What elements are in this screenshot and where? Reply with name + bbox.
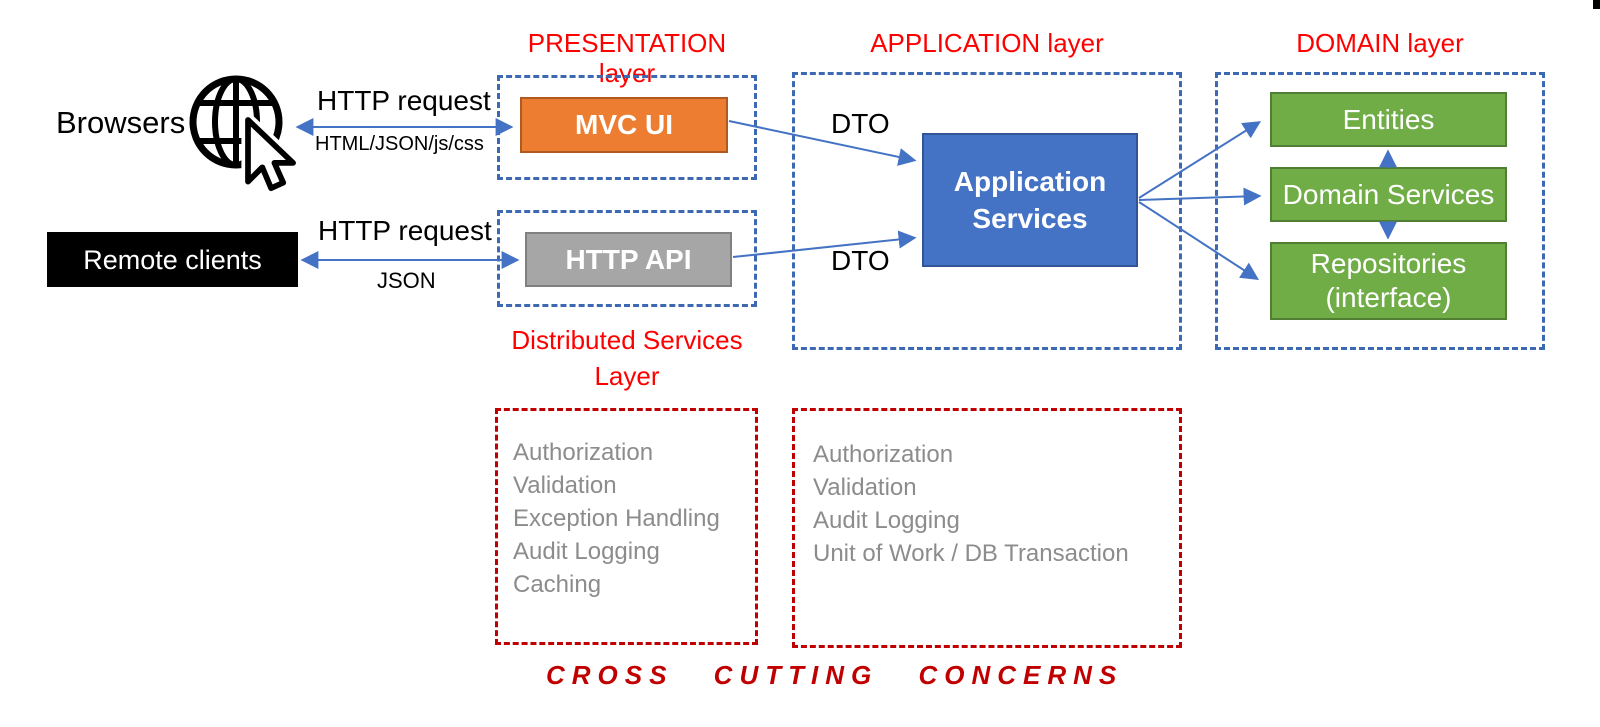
browser-response-label: HTML/JSON/js/css	[315, 133, 484, 155]
entities-label: Entities	[1342, 103, 1435, 135]
concern-item: Validation	[513, 472, 617, 499]
repositories-box: Repositories (interface)	[1270, 242, 1507, 320]
domain-services-box: Domain Services	[1270, 167, 1507, 222]
domain-layer-title: DOMAIN layer	[1296, 28, 1464, 58]
browser-request-label: HTTP request	[317, 85, 491, 116]
browsers-label: Browsers	[56, 105, 186, 140]
mvc-ui-label: MVC UI	[575, 109, 673, 140]
application-services-label: Application Services	[953, 166, 1107, 234]
cursor-icon	[241, 113, 300, 195]
presentation-layer-title: PRESENTATION layer	[527, 28, 727, 88]
concern-item: Caching	[513, 571, 602, 598]
concern-item: Audit Logging	[513, 538, 660, 565]
cross-cutting-title: CROSS CUTTING CONCERNS	[546, 660, 1124, 690]
mvc-ui-box: MVC UI	[520, 97, 728, 153]
domain-services-label: Domain Services	[1282, 178, 1495, 210]
repositories-label: Repositories (interface)	[1310, 248, 1467, 313]
client-response-label: JSON	[377, 268, 436, 293]
concern-item: Validation	[813, 474, 917, 501]
distributed-services-label: Distributed Services Layer	[511, 325, 743, 391]
http-api-label: HTTP API	[565, 243, 692, 275]
application-concerns-frame	[792, 408, 1182, 648]
application-concerns-list: Authorization Validation Audit Logging U…	[813, 438, 1129, 570]
http-api-box: HTTP API	[525, 232, 732, 287]
presentation-concerns-list: Authorization Validation Exception Handl…	[513, 436, 720, 601]
entities-box: Entities	[1270, 92, 1507, 147]
globe-icon	[189, 75, 300, 195]
remote-clients-label: Remote clients	[83, 244, 262, 275]
concern-item: Authorization	[513, 439, 654, 466]
concern-item: Audit Logging	[813, 507, 960, 534]
remote-clients-box: Remote clients	[47, 232, 298, 287]
application-services-box: Application Services	[922, 133, 1138, 267]
application-layer-title: APPLICATION layer	[870, 28, 1104, 58]
concern-item: Unit of Work / DB Transaction	[813, 540, 1129, 567]
concern-item: Authorization	[813, 441, 954, 468]
corner-artifact	[1593, 0, 1600, 9]
concern-item: Exception Handling	[513, 505, 720, 532]
presentation-concerns-frame	[495, 408, 758, 645]
client-request-label: HTTP request	[318, 215, 492, 246]
